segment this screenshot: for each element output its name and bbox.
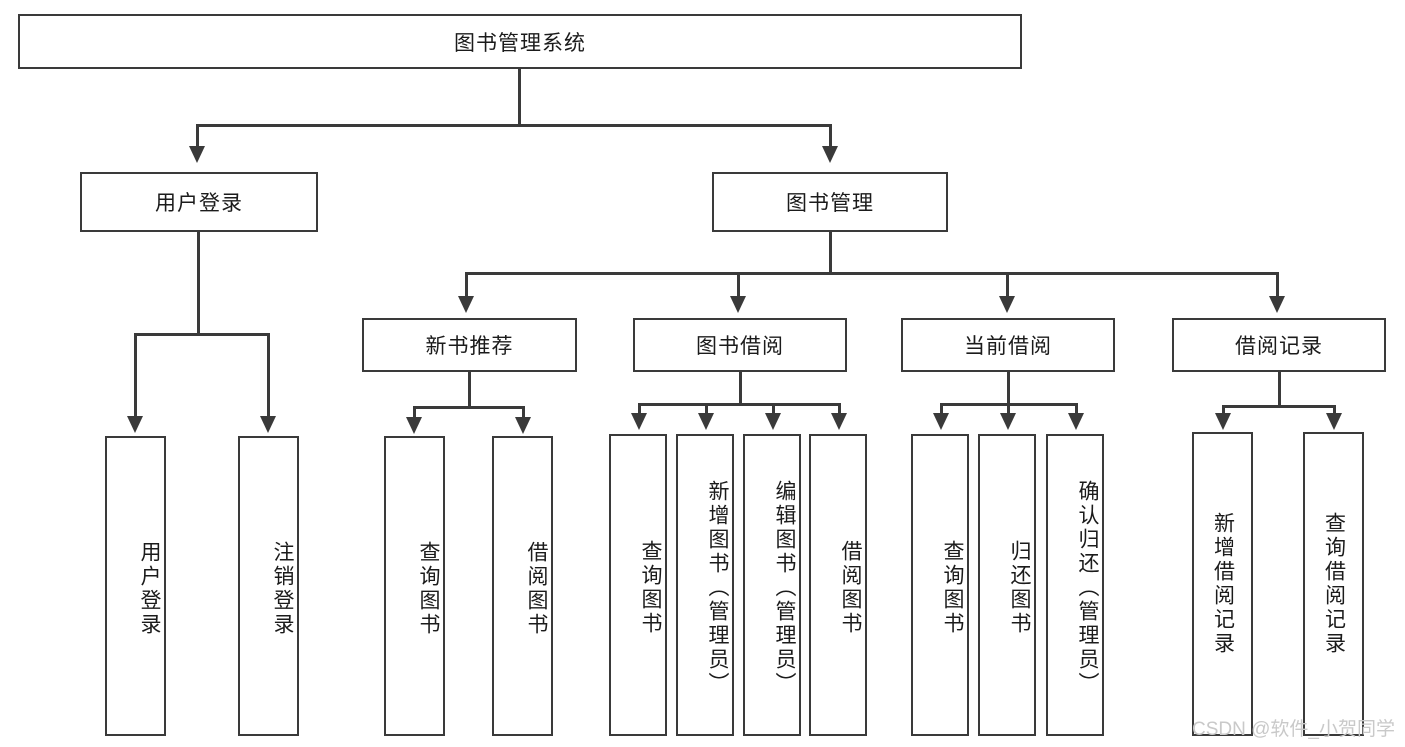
- arrowhead-borrow-book-leaf-0: [631, 413, 647, 430]
- connector-current-borrow-stem: [1007, 372, 1010, 405]
- connector-borrow-record-leaf-0: [1222, 405, 1225, 415]
- connector-root-bus: [196, 124, 832, 127]
- arrowhead-current-borrow-leaf-1: [1000, 413, 1016, 430]
- node-leaf-add-book-admin[interactable]: 新增图书（管理员）: [676, 434, 734, 736]
- arrowhead-borrow-book-leaf-3: [831, 413, 847, 430]
- connector-current-borrow-leaf-0: [940, 403, 943, 415]
- node-borrow-record[interactable]: 借阅记录: [1172, 318, 1386, 372]
- connector-to-borrow-book: [737, 272, 740, 298]
- node-leaf-confirm-return-admin[interactable]: 确认归还（管理员）: [1046, 434, 1104, 736]
- node-leaf-edit-book-admin[interactable]: 编辑图书（管理员）: [743, 434, 801, 736]
- arrowhead-to-borrow-record: [1269, 296, 1285, 313]
- node-current-borrow[interactable]: 当前借阅: [901, 318, 1115, 372]
- connector-root-to-user-login: [196, 124, 199, 148]
- node-leaf-query-book-borrow[interactable]: 查询图书: [609, 434, 667, 736]
- arrowhead-new-book-leaf-0: [406, 417, 422, 434]
- arrowhead-to-current-borrow: [999, 296, 1015, 313]
- node-leaf-return-book[interactable]: 归还图书: [978, 434, 1036, 736]
- node-leaf-user-login[interactable]: 用户登录: [105, 436, 166, 736]
- csdn-watermark: CSDN @软件_小贺同学: [1192, 719, 1395, 740]
- connector-new-book-leaf-0: [413, 406, 416, 419]
- node-leaf-add-borrow-record[interactable]: 新增借阅记录: [1192, 432, 1253, 736]
- node-leaf-borrow-book-borrow[interactable]: 借阅图书: [809, 434, 867, 736]
- connector-borrow-record-stem: [1278, 372, 1281, 407]
- connector-to-current-borrow: [1006, 272, 1009, 298]
- arrowhead-to-new-book: [458, 296, 474, 313]
- connector-new-book-leaf-1: [522, 406, 525, 419]
- arrowhead-new-book-leaf-1: [515, 417, 531, 434]
- arrowhead-borrow-book-leaf-2: [765, 413, 781, 430]
- connector-borrow-book-leaf-3: [838, 403, 841, 415]
- connector-user-login-leaf-0: [134, 333, 137, 418]
- connector-to-new-book: [465, 272, 468, 298]
- arrowhead-borrow-book-leaf-1: [698, 413, 714, 430]
- connector-user-login-bus: [134, 333, 270, 336]
- arrowhead-current-borrow-leaf-0: [933, 413, 949, 430]
- connector-root-stem: [518, 69, 521, 126]
- arrowhead-root-to-user-login: [189, 146, 205, 163]
- arrowhead-root-to-book-manage: [822, 146, 838, 163]
- node-leaf-query-book-current[interactable]: 查询图书: [911, 434, 969, 736]
- arrowhead-borrow-record-leaf-1: [1326, 413, 1342, 430]
- node-user-login[interactable]: 用户登录: [80, 172, 318, 232]
- node-book-management[interactable]: 图书管理: [712, 172, 948, 232]
- node-book-borrow[interactable]: 图书借阅: [633, 318, 847, 372]
- node-leaf-query-book-newbook[interactable]: 查询图书: [384, 436, 445, 736]
- connector-current-borrow-leaf-1: [1007, 403, 1010, 415]
- connector-user-login-leaf-1: [267, 333, 270, 418]
- connector-new-book-stem: [468, 372, 471, 408]
- connector-borrow-book-leaf-1: [705, 403, 708, 415]
- arrowhead-current-borrow-leaf-2: [1068, 413, 1084, 430]
- arrowhead-borrow-record-leaf-0: [1215, 413, 1231, 430]
- node-new-book-recommend[interactable]: 新书推荐: [362, 318, 577, 372]
- connector-level3-bus: [465, 272, 1279, 275]
- connector-new-book-bus: [413, 406, 525, 409]
- arrowhead-user-login-leaf-1: [260, 416, 276, 433]
- connector-borrow-book-stem: [739, 372, 742, 405]
- node-root-system[interactable]: 图书管理系统: [18, 14, 1022, 69]
- connector-borrow-record-bus: [1222, 405, 1336, 408]
- connector-borrow-book-bus: [638, 403, 841, 406]
- connector-current-borrow-leaf-2: [1075, 403, 1078, 415]
- arrowhead-to-borrow-book: [730, 296, 746, 313]
- node-leaf-logout[interactable]: 注销登录: [238, 436, 299, 736]
- connector-book-management-stem: [829, 232, 832, 274]
- connector-user-login-stem: [197, 232, 200, 335]
- connector-root-to-book-manage: [829, 124, 832, 148]
- connector-borrow-record-leaf-1: [1333, 405, 1336, 415]
- node-leaf-query-borrow-record[interactable]: 查询借阅记录: [1303, 432, 1364, 736]
- node-leaf-borrow-book-newbook[interactable]: 借阅图书: [492, 436, 553, 736]
- arrowhead-user-login-leaf-0: [127, 416, 143, 433]
- connector-to-borrow-record: [1276, 272, 1279, 298]
- connector-borrow-book-leaf-2: [772, 403, 775, 415]
- connector-borrow-book-leaf-0: [638, 403, 641, 415]
